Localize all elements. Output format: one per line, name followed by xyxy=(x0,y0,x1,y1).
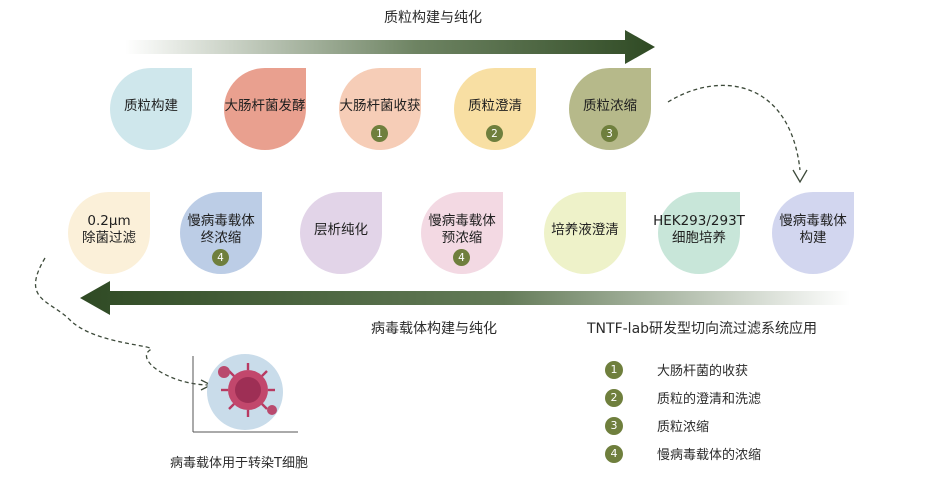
top-flow-arrow xyxy=(125,30,655,64)
bottom-step-label-2: 培养液澄清 xyxy=(551,221,619,238)
legend-text: 质粒浓缩 xyxy=(657,420,710,435)
legend-text: 质粒的澄清和洗滤 xyxy=(657,392,762,407)
top-step-badge-2: 1 xyxy=(371,125,388,142)
caption: 病毒载体用于转染T细胞 xyxy=(170,456,308,471)
top-step-shape-1 xyxy=(224,68,306,150)
top-step-label-2: 大肠杆菌收获 xyxy=(339,97,421,114)
top-step-shape-0 xyxy=(110,68,192,150)
legend-badge: 4 xyxy=(605,444,623,463)
bottom-step-label-6: 0.2µm 除菌过滤 xyxy=(82,213,136,246)
bottom-flow-arrow xyxy=(80,281,850,315)
bottom-step-shape-4 xyxy=(300,192,382,274)
virus-icon xyxy=(218,363,277,417)
legend-item: 1 大肠杆菌的收获 xyxy=(605,360,748,379)
top-step-label-0: 质粒构建 xyxy=(124,97,178,114)
bottom-step-shape-2 xyxy=(544,192,626,274)
legend-item: 3 质粒浓缩 xyxy=(605,416,709,435)
top-step-label-1: 大肠杆菌发酵 xyxy=(224,97,306,114)
connector-arrowhead xyxy=(792,169,808,184)
bottom-step-label-3: 慢病毒载体 预浓缩 xyxy=(428,213,496,246)
top-step-label-3: 质粒澄清 xyxy=(468,97,522,114)
dashed-connector-top xyxy=(667,84,801,171)
top-title: 质粒构建与纯化 xyxy=(384,10,482,26)
bottom-step-label-4: 层析纯化 xyxy=(314,221,368,238)
legend-text: 大肠杆菌的收获 xyxy=(657,364,749,379)
legend-item: 2 质粒的澄清和洗滤 xyxy=(605,388,761,407)
bottom-step-badge-5: 4 xyxy=(212,249,229,266)
top-step-label-4: 质粒浓缩 xyxy=(583,97,637,114)
legend-text: 慢病毒载体的浓缩 xyxy=(657,448,762,463)
bottom-step-label-1: HEK293/293T 细胞培养 xyxy=(653,213,745,246)
system-title: TNTF-lab研发型切向流过滤系统应用 xyxy=(587,321,818,337)
bottom-title: 病毒载体构建与纯化 xyxy=(371,321,497,337)
legend-badge: 1 xyxy=(605,360,623,379)
bottom-step-shape-6 xyxy=(68,192,150,274)
legend-item: 4 慢病毒载体的浓缩 xyxy=(605,444,761,463)
top-step-badge-4: 3 xyxy=(601,125,618,142)
dashed-connector-bottom xyxy=(34,257,211,386)
bottom-step-shape-1 xyxy=(658,192,740,274)
bottom-step-label-0: 慢病毒载体 构建 xyxy=(779,213,847,246)
legend-badge: 3 xyxy=(605,416,623,435)
bottom-step-label-5: 慢病毒载体 终浓缩 xyxy=(187,213,255,246)
bottom-step-badge-3: 4 xyxy=(453,249,470,266)
legend-badge: 2 xyxy=(605,388,623,407)
top-step-badge-3: 2 xyxy=(486,125,503,142)
bottom-step-shape-0 xyxy=(772,192,854,274)
